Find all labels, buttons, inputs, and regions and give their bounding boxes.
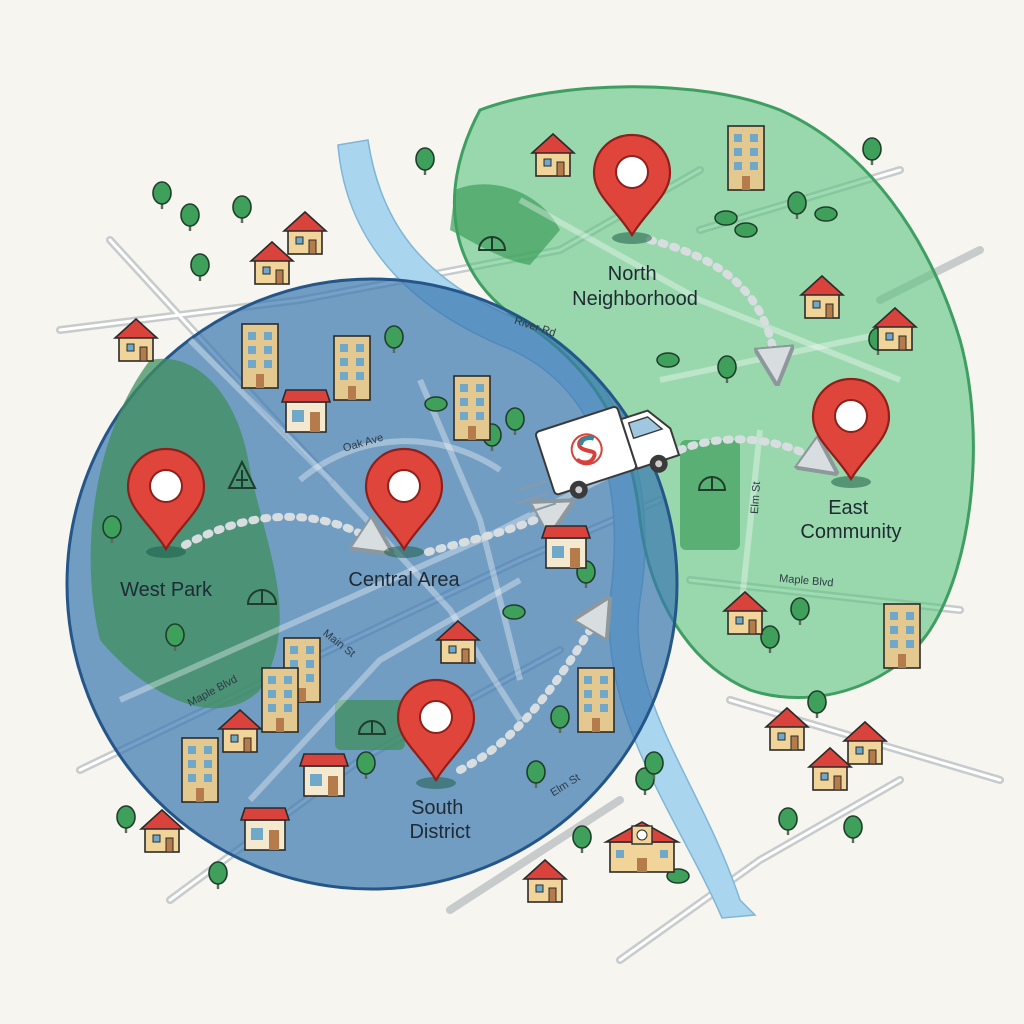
- park-icon: [357, 720, 387, 735]
- park-icons: [227, 236, 727, 735]
- east-park-area: [680, 440, 740, 550]
- apartment-building-icon: [241, 323, 279, 389]
- south-park-area: [335, 700, 405, 750]
- delivery-routes: [181, 236, 825, 774]
- apartment-building-icon: [333, 335, 371, 401]
- north-park-area: [450, 184, 560, 265]
- apartment-building-icon: [883, 603, 921, 669]
- bush-icon: [814, 206, 838, 222]
- label-north-neighborhood: North Neighborhood: [572, 263, 698, 310]
- route-truck-to-east: [676, 439, 825, 465]
- label-south-district: South District: [409, 797, 471, 843]
- park-icon: [227, 459, 257, 489]
- route-west-to-central: [181, 512, 380, 545]
- bush-icon: [502, 604, 526, 620]
- shop-icon: [299, 753, 349, 797]
- road-label-elm-st-east: Elm St: [749, 481, 763, 514]
- delivery-truck-icon: [515, 405, 681, 514]
- apartment-building-icon: [577, 667, 615, 733]
- apartment-building-icon: [727, 125, 765, 191]
- bush-icon: [656, 352, 680, 368]
- road-label-maple-blvd-east: Maple Blvd: [779, 573, 834, 590]
- apartment-building-icon: [453, 375, 491, 441]
- apartment-building-icon: [181, 737, 219, 803]
- label-central-area: Central Area: [348, 569, 460, 591]
- label-east-community: East Community: [800, 497, 901, 543]
- shop-icon: [281, 389, 331, 433]
- bush-icon: [714, 210, 738, 226]
- park-icon: [697, 476, 727, 491]
- shop-icon: [240, 807, 290, 851]
- route-central-to-truck: [424, 508, 560, 556]
- bush-icon: [734, 222, 758, 238]
- label-west-park: West Park: [120, 579, 213, 601]
- route-north-to-east: [646, 236, 776, 370]
- park-icon: [477, 236, 507, 251]
- park-icon: [246, 589, 278, 605]
- shop-icon: [541, 525, 591, 569]
- apartment-building-icon: [261, 667, 299, 733]
- route-south-to-center: [456, 610, 602, 774]
- west-park-area: [90, 358, 280, 709]
- area-labels: West Park Central Area South District No…: [120, 263, 902, 843]
- bush-icon: [424, 396, 448, 412]
- school-icon: [602, 821, 682, 873]
